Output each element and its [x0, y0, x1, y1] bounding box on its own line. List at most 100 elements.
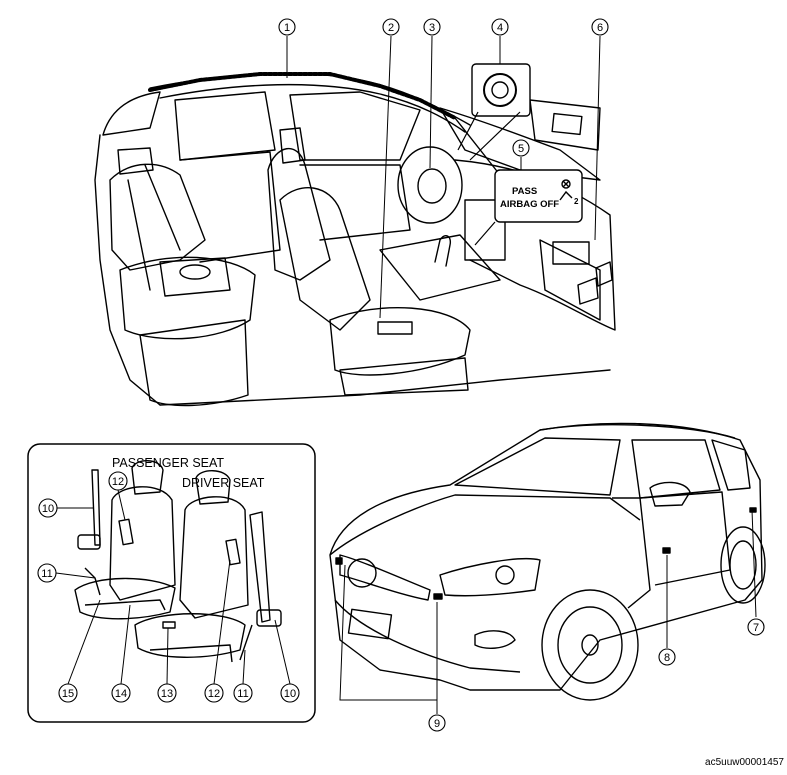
indicator-subscript: 2 [574, 197, 579, 206]
driver-side-airbag [225, 538, 241, 566]
callout-10-left: 10 [38, 498, 58, 518]
clock-spring-frame [471, 63, 531, 117]
seats-inset-frame [27, 443, 316, 723]
callout-2: 2 [382, 18, 400, 36]
figure-code: ac5uuw00001457 [705, 757, 784, 768]
console-module [377, 321, 413, 335]
callout-1: 1 [278, 18, 296, 36]
callout-15-label: 15 [62, 688, 74, 700]
callout-12-right: 12 [204, 683, 224, 703]
gear-shift [434, 235, 452, 267]
callout-9-label: 9 [434, 718, 440, 730]
passenger-seat-rail [84, 599, 166, 611]
indicator-frame [494, 169, 583, 223]
driver-seat-rail [149, 644, 233, 663]
passenger-headrest [279, 127, 306, 164]
floor-line [159, 369, 611, 406]
callout-4-label: 4 [497, 22, 503, 34]
clock-spring [483, 73, 517, 107]
callout-3: 3 [423, 18, 441, 36]
rear-seat-back [109, 163, 206, 271]
door-trim-front [299, 164, 411, 241]
rear-seat-cushion [119, 256, 256, 340]
passenger-seat-back [267, 147, 331, 281]
car-fog-light [474, 630, 516, 649]
callout-11-left-label: 11 [41, 568, 52, 580]
driver-seat-cushion [329, 307, 471, 376]
callout-12-left-label: 12 [112, 476, 124, 488]
headliner-inner [159, 83, 466, 133]
car-rear-wheel [720, 526, 766, 604]
callout-12-left: 12 [108, 471, 128, 491]
car-hood [329, 494, 641, 556]
callout-13-label: 13 [161, 688, 173, 700]
rear-seat-lower [139, 319, 249, 407]
car-license-plate [347, 608, 393, 640]
rear-side-window [174, 91, 276, 161]
callout-9: 9 [428, 714, 446, 732]
car-rear-window [711, 439, 751, 491]
callout-10-right-label: 10 [284, 688, 296, 700]
car-front-wheel [541, 589, 639, 701]
door-trim-rear [179, 151, 281, 263]
driver-seat-base [339, 357, 469, 396]
callout-6-label: 6 [597, 22, 603, 34]
rear-seatbelt [127, 179, 151, 291]
car-front-bumper [334, 599, 521, 673]
dash-vent-1 [577, 277, 599, 305]
a-pillar [454, 117, 501, 176]
car-grille [339, 554, 431, 601]
car-windshield [454, 437, 621, 496]
side-crash-sensor [662, 547, 671, 554]
car-headlight [439, 557, 541, 597]
callout-8-label: 8 [664, 652, 670, 664]
passenger-seat-label: PASSENGER SEAT [112, 456, 224, 470]
car-body-outline [329, 422, 763, 691]
callout-15: 15 [58, 683, 78, 703]
rear-headrest [117, 147, 154, 175]
callout-11-left: 11 [37, 563, 57, 583]
rear-seatbelt-2 [144, 164, 181, 251]
callout-10-right: 10 [280, 683, 300, 703]
car-rear-door [639, 491, 731, 586]
seat-weight-sensor [162, 621, 176, 629]
callout-11-right: 11 [233, 683, 253, 703]
dash-vent-2 [595, 261, 613, 287]
clock-spring-inset [457, 63, 531, 161]
car-mirror [649, 481, 691, 507]
car-roof [539, 424, 736, 439]
windshield [439, 107, 601, 181]
curtain-airbag-module [148, 72, 457, 120]
front-door-window [289, 91, 421, 161]
callout-12-right-label: 12 [208, 688, 220, 700]
center-stack [464, 199, 506, 261]
driver-headrest-inset [195, 470, 231, 505]
callout-4: 4 [491, 18, 509, 36]
driver-seat-label: DRIVER SEAT [182, 476, 265, 490]
indicator-line2: AIRBAG OFF [500, 199, 559, 210]
rear-quarter-window [102, 91, 161, 136]
car-side-window [631, 439, 721, 499]
callout-10-left-label: 10 [42, 503, 54, 515]
callout-6: 6 [591, 18, 609, 36]
driver-seatbelt [249, 511, 271, 623]
callout-5-label: 5 [518, 143, 524, 155]
seats-inset: PASSENGER SEAT DRIVER SEAT [27, 443, 316, 723]
passenger-seat-cushion-inset [74, 577, 176, 620]
airbag-control-module [552, 241, 590, 265]
callout-3-label: 3 [429, 22, 435, 34]
glovebox [539, 239, 601, 321]
body-rear-outline [94, 134, 161, 406]
callout-14: 14 [111, 683, 131, 703]
sun-visor [529, 99, 601, 151]
exterior-view [329, 422, 766, 701]
pass-airbag-off-indicator: PASS AIRBAG OFF 2 [474, 169, 583, 246]
driver-buckle [239, 624, 253, 661]
callout-2-label: 2 [388, 22, 394, 34]
callout-7-label: 7 [753, 622, 759, 634]
callout-13: 13 [157, 683, 177, 703]
front-crash-sensor [433, 593, 443, 600]
leader-lines [55, 35, 757, 714]
